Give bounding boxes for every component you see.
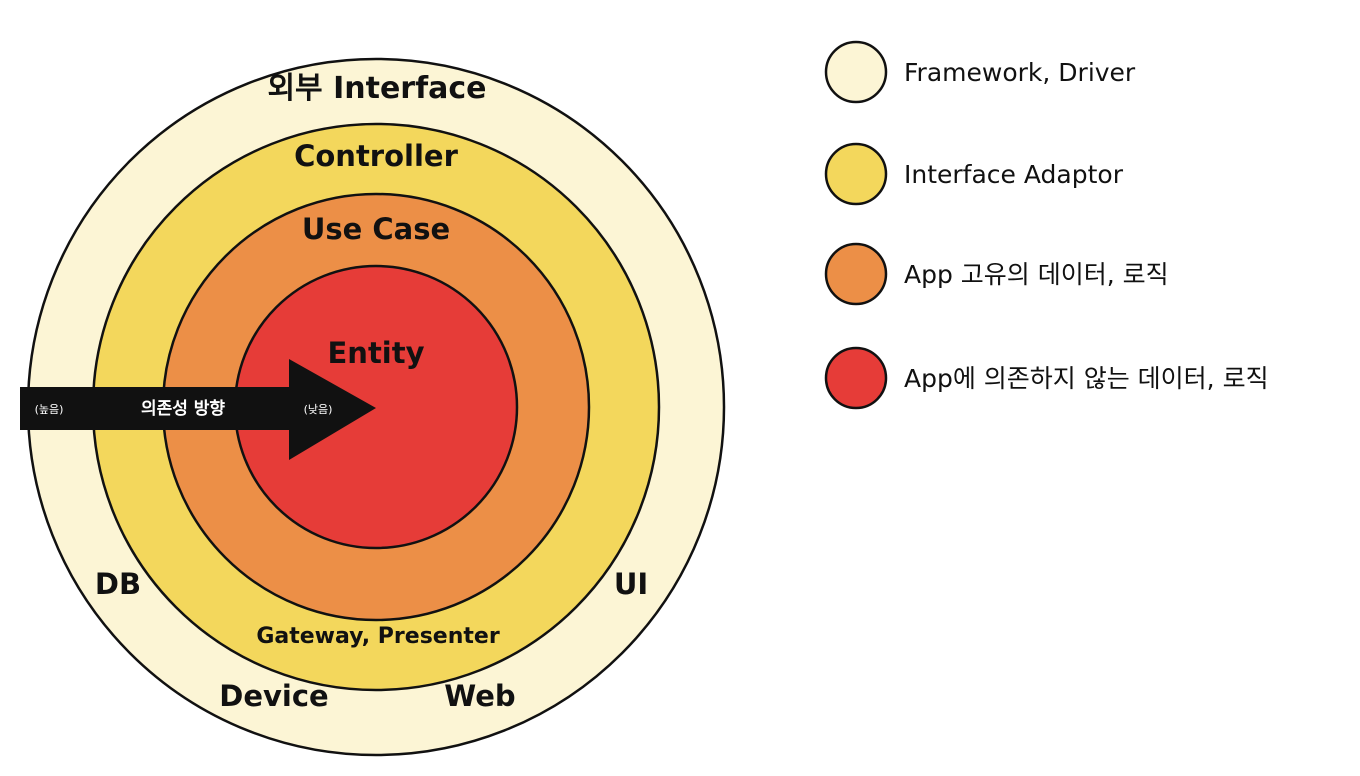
arrow-low-label: (낮음) — [304, 403, 333, 416]
legend-label-app-logic: App 고유의 데이터, 로직 — [904, 260, 1169, 289]
legend-label-independent-logic: App에 의존하지 않는 데이터, 로직 — [904, 364, 1269, 393]
legend-swatch-framework — [824, 40, 888, 104]
outer-interface-label: 외부 Interface — [267, 71, 486, 106]
dependency-arrow-icon — [20, 359, 376, 460]
ui-label: UI — [614, 567, 648, 601]
gateway-presenter-label: Gateway, Presenter — [256, 624, 499, 649]
entity-label: Entity — [327, 336, 424, 370]
legend-label-interface-adaptor: Interface Adaptor — [904, 160, 1124, 189]
legend-item-independent-logic: App에 의존하지 않는 데이터, 로직 — [824, 346, 1269, 410]
controller-label: Controller — [294, 139, 458, 173]
use-case-label: Use Case — [302, 212, 450, 246]
db-label: DB — [95, 567, 141, 601]
legend: Framework, Driver Interface Adaptor App … — [824, 40, 1269, 410]
web-label: Web — [444, 679, 515, 713]
legend-item-interface-adaptor: Interface Adaptor — [824, 142, 1124, 206]
arrow-high-label: (높음) — [35, 403, 64, 416]
legend-swatch-interface-adaptor — [824, 142, 888, 206]
legend-item-framework: Framework, Driver — [824, 40, 1136, 104]
legend-swatch-independent-logic — [824, 346, 888, 410]
legend-swatch-app-logic — [824, 242, 888, 306]
legend-label-framework: Framework, Driver — [904, 58, 1136, 87]
device-label: Device — [219, 679, 328, 713]
arrow-direction-label: 의존성 방향 — [141, 398, 225, 419]
legend-item-app-logic: App 고유의 데이터, 로직 — [824, 242, 1169, 306]
